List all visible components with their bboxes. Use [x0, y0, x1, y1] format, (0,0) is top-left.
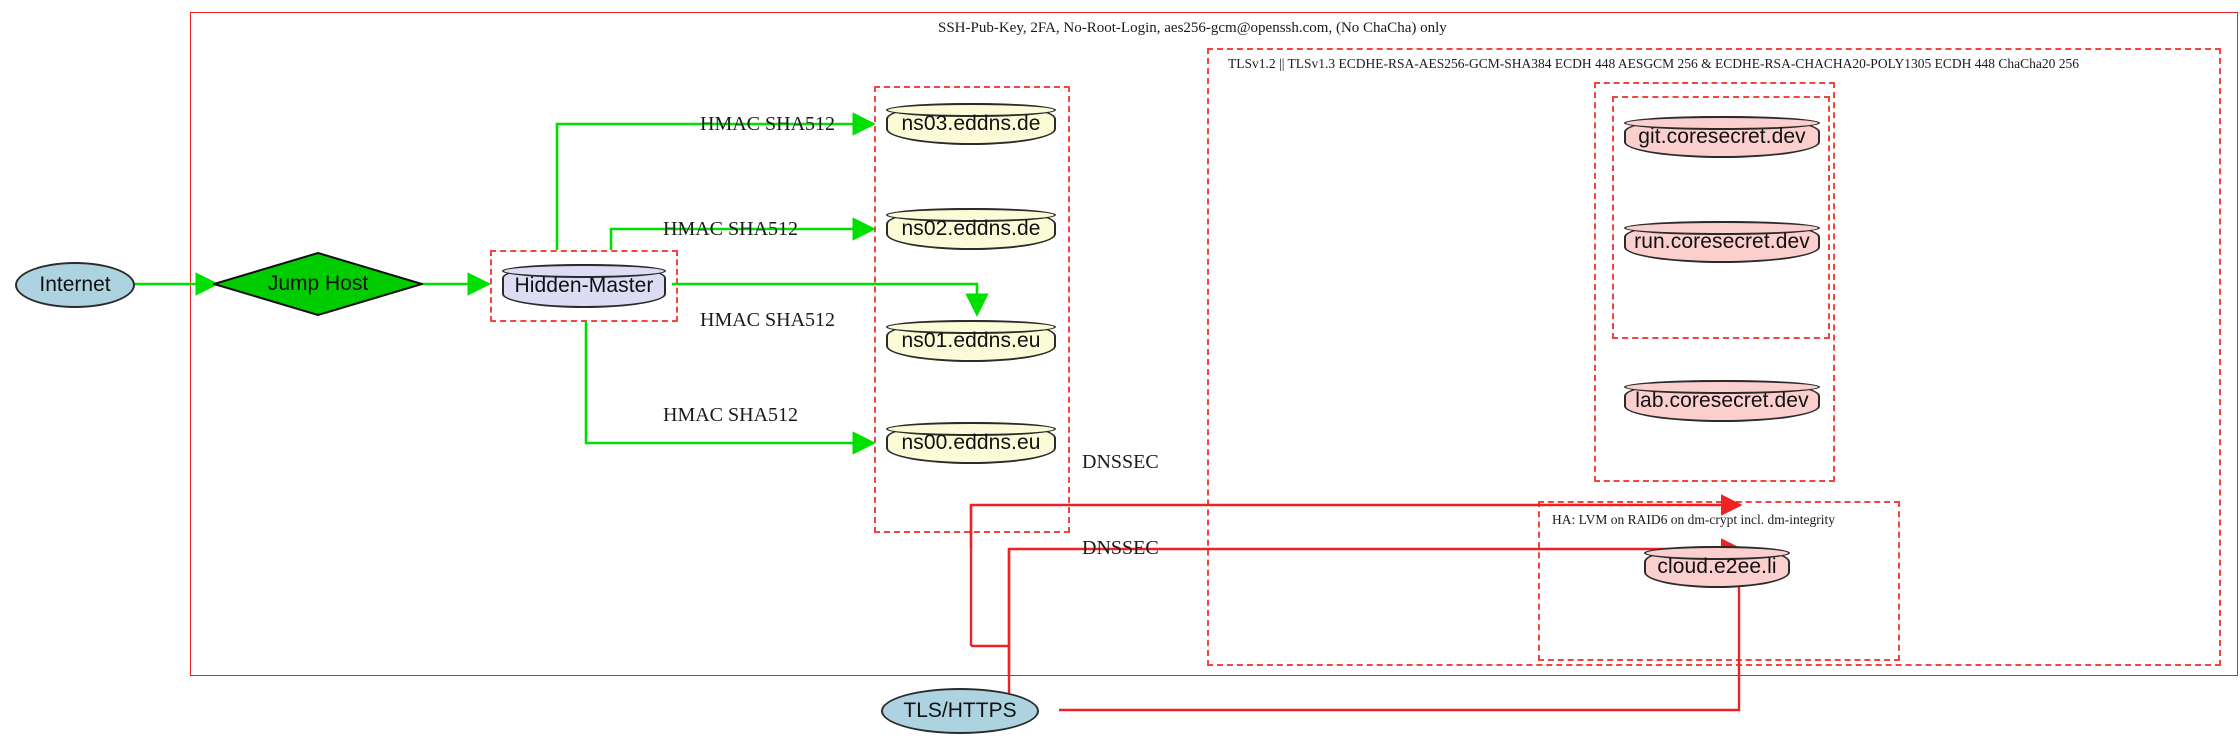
edge-label-dnssec-upper: DNSSEC: [1082, 451, 1159, 473]
node-ns00[interactable]: ns00.eddns.eu: [886, 422, 1056, 464]
edge-dnssec-upper-route: [972, 482, 1009, 660]
edge-dnssec-upper-path: [968, 505, 1009, 686]
cluster-outer-ssh-label: SSH-Pub-Key, 2FA, No-Root-Login, aes256-…: [938, 20, 1447, 36]
edge-hiddenmaster-to-ns02: [609, 217, 876, 250]
node-ns01[interactable]: ns01.eddns.eu: [886, 320, 1056, 362]
node-jump-host-label: Jump Host: [267, 272, 369, 295]
edge-dnssec-a: [968, 505, 1009, 686]
diamond-shape-icon: [213, 252, 423, 316]
node-ns03-label: ns03.eddns.de: [901, 112, 1041, 135]
node-jump-host[interactable]: Jump Host: [213, 252, 423, 316]
edge-label-hmac-ns00: HMAC SHA512: [663, 404, 799, 426]
node-internet[interactable]: Internet: [15, 262, 135, 308]
node-lab-coresecret-label: lab.coresecret.dev: [1635, 389, 1809, 412]
cluster-tls-label: TLSv1.2 || TLSv1.3 ECDHE-RSA-AES256-GCM-…: [1228, 56, 2079, 71]
node-ns00-label: ns00.eddns.eu: [901, 431, 1041, 454]
cluster-outer-ssh: [190, 12, 2238, 676]
node-internet-label: Internet: [39, 273, 111, 296]
edge-dnssec-upper-line: [972, 480, 1009, 700]
node-run-coresecret[interactable]: run.coresecret.dev: [1624, 221, 1820, 263]
edge-label-hmac-ns01: HMAC SHA512: [700, 309, 836, 331]
edge-label-hmac-ns03: HMAC SHA512: [700, 113, 836, 135]
node-ns02[interactable]: ns02.eddns.de: [886, 208, 1056, 250]
edge-dnssec-upper-wire: [968, 504, 1009, 690]
node-git-coresecret[interactable]: git.coresecret.dev: [1624, 116, 1820, 158]
node-hidden-master-label: Hidden-Master: [514, 274, 654, 297]
edge-hiddenmaster-to-ns01: [672, 282, 989, 317]
edge-dnssec-upper-final: [968, 505, 1009, 700]
cluster-coresecret-inner: [1612, 96, 1830, 339]
node-lab-coresecret[interactable]: lab.coresecret.dev: [1624, 380, 1820, 422]
edge-tlshttps-right: [1059, 549, 1741, 712]
edge-dnssec-upper: [972, 479, 1007, 483]
dnssec-upper: [971, 505, 1009, 686]
node-git-coresecret-label: git.coresecret.dev: [1638, 125, 1806, 148]
node-run-coresecret-label: run.coresecret.dev: [1634, 230, 1810, 253]
cluster-hidden-master: [490, 250, 678, 322]
dnssec-upper-edge: [971, 505, 1009, 686]
node-ns01-label: ns01.eddns.eu: [901, 329, 1041, 352]
node-ns03[interactable]: ns03.eddns.de: [886, 103, 1056, 145]
node-cloud-e2ee-label: cloud.e2ee.li: [1657, 555, 1777, 578]
cluster-tls: [1207, 48, 2221, 666]
edge-hiddenmaster-to-ns00: [584, 322, 876, 455]
node-tls-https-label: TLS/HTTPS: [903, 699, 1017, 722]
node-ns02-label: ns02.eddns.de: [901, 217, 1041, 240]
cluster-ha: [1538, 501, 1900, 661]
edge-dnssec-upper-visible: [971, 482, 1730, 505]
cluster-ha-label: HA: LVM on RAID6 on dm-crypt incl. dm-in…: [1552, 512, 1835, 527]
edge-dnssec-upper-real: [972, 505, 1009, 690]
cluster-coresecret: [1594, 82, 1835, 482]
edge-dnssec-upper-render: [968, 505, 1009, 686]
edge-dnssec-lower-render: [1007, 538, 1743, 710]
node-hidden-master[interactable]: Hidden-Master: [502, 264, 666, 308]
node-cloud-e2ee[interactable]: cloud.e2ee.li: [1644, 546, 1790, 588]
edge-label-hmac-ns02: HMAC SHA512: [663, 218, 799, 240]
edge-label-dnssec-lower: DNSSEC: [1082, 537, 1159, 559]
node-tls-https[interactable]: TLS/HTTPS: [881, 688, 1039, 734]
edge-hiddenmaster-to-ns03: [555, 112, 876, 250]
